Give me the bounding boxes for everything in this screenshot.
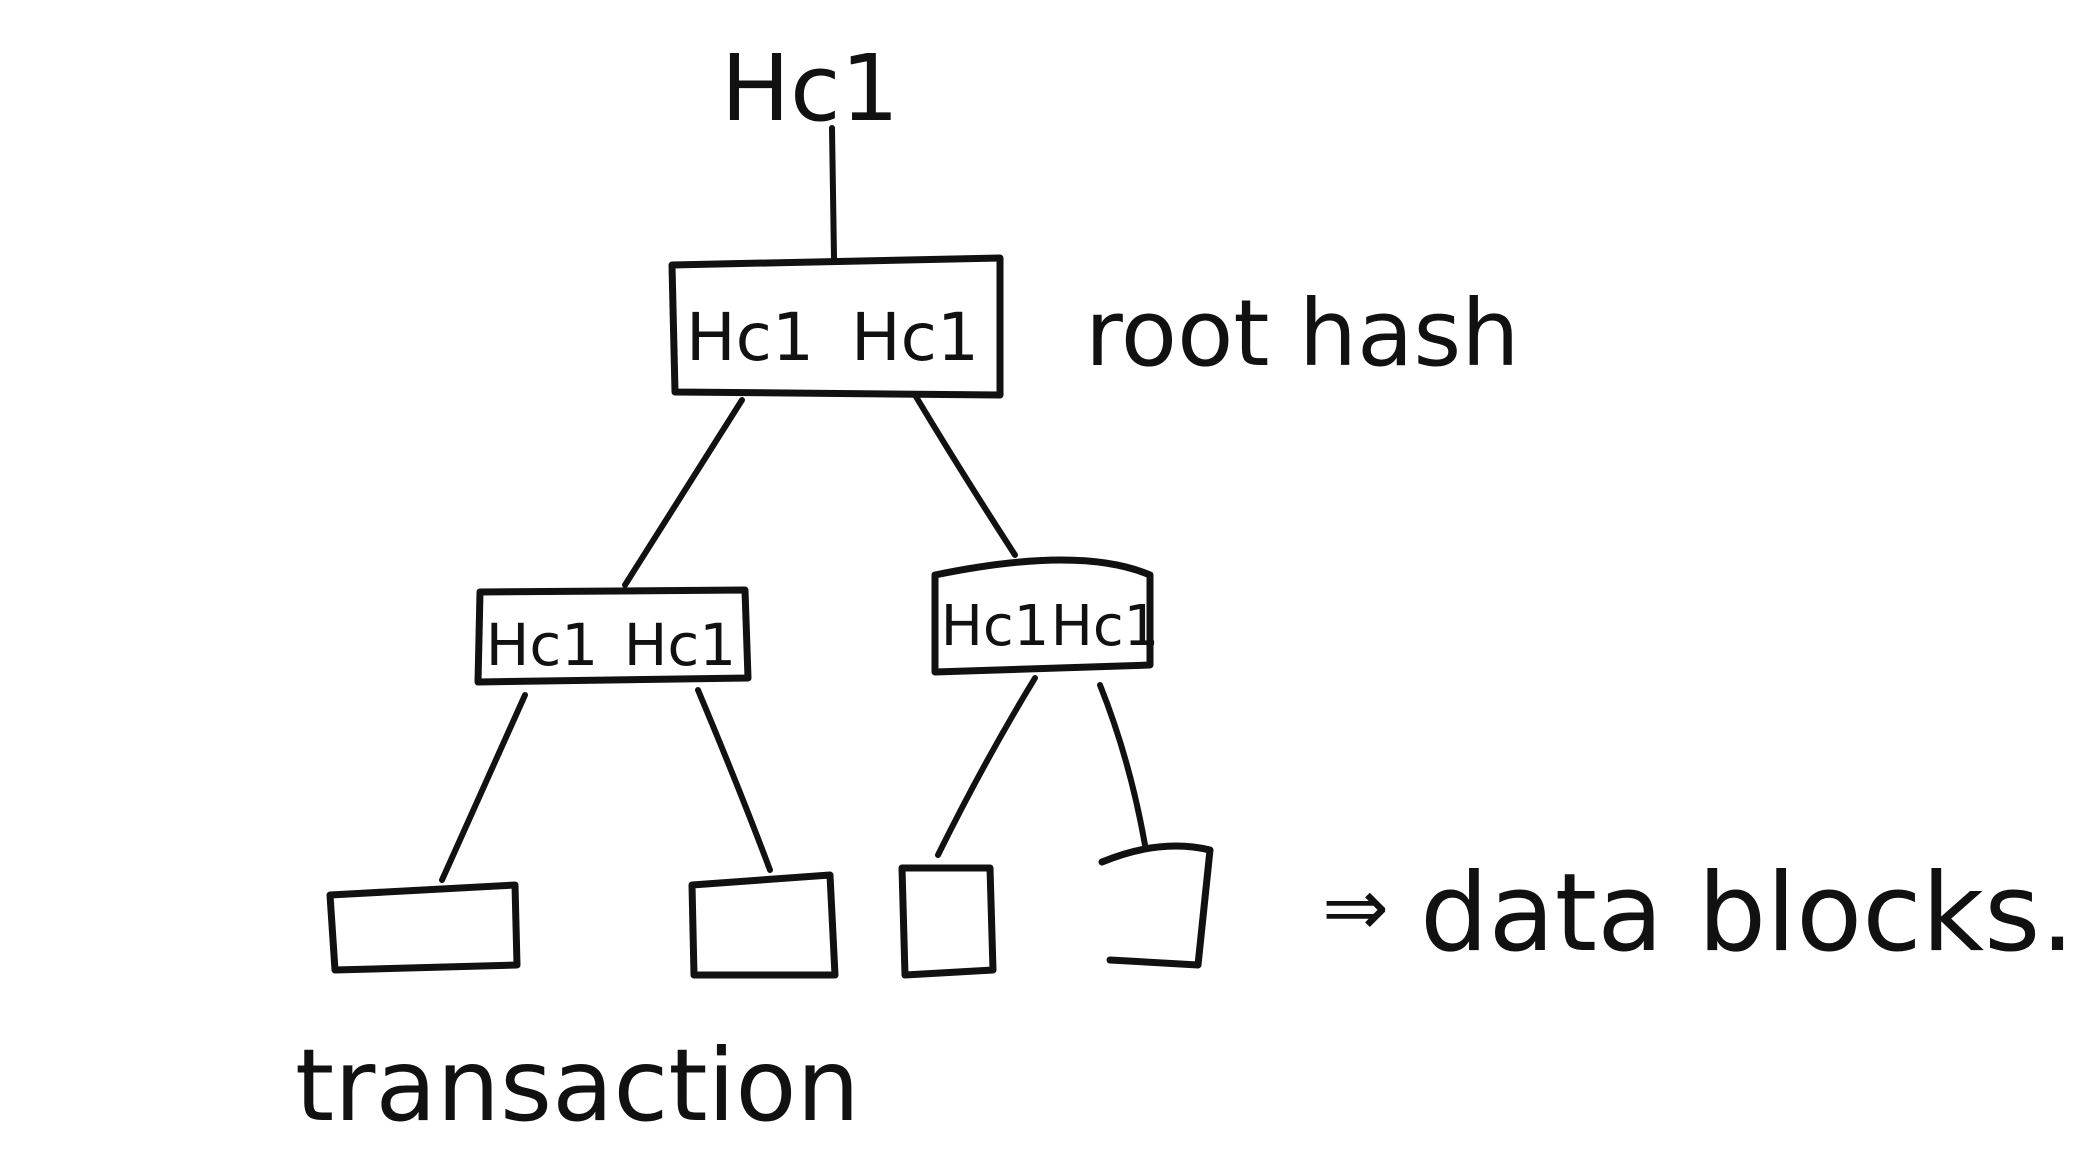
root-node-right-hash: Hc1 <box>851 299 979 376</box>
right-node-box <box>931 556 1154 676</box>
left-node-left-hash: Hc1 <box>486 611 598 679</box>
data-block-1 <box>326 881 521 974</box>
data-blocks-arrow: ⇒ <box>1322 861 1389 954</box>
data-blocks-label: data blocks. <box>1420 851 2075 976</box>
left-node-to-block-1-edge <box>439 692 528 883</box>
right-node-right-hash: Hc1 <box>1051 594 1160 659</box>
left-node-box <box>474 586 752 686</box>
left-node-right-hash: Hc1 <box>624 611 736 679</box>
right-node-to-block-4-edge <box>1097 682 1148 848</box>
root-node-box <box>668 254 1004 399</box>
data-block-2 <box>688 871 839 979</box>
root-hash-label: root hash <box>1085 280 1520 387</box>
root-to-right-edge <box>912 392 1018 558</box>
top-to-root-edge <box>829 125 837 261</box>
top-hash-label: Hc1 <box>721 35 899 142</box>
right-node-to-block-3-edge <box>935 675 1038 858</box>
data-block-3 <box>898 864 997 979</box>
left-node-to-block-2-edge <box>695 687 773 873</box>
root-node-left-hash: Hc1 <box>686 299 814 376</box>
right-node-left-hash: Hc1 <box>941 594 1050 659</box>
root-to-left-edge <box>622 397 745 588</box>
transaction-label: transaction <box>295 1027 860 1144</box>
data-block-4 <box>1098 842 1214 969</box>
